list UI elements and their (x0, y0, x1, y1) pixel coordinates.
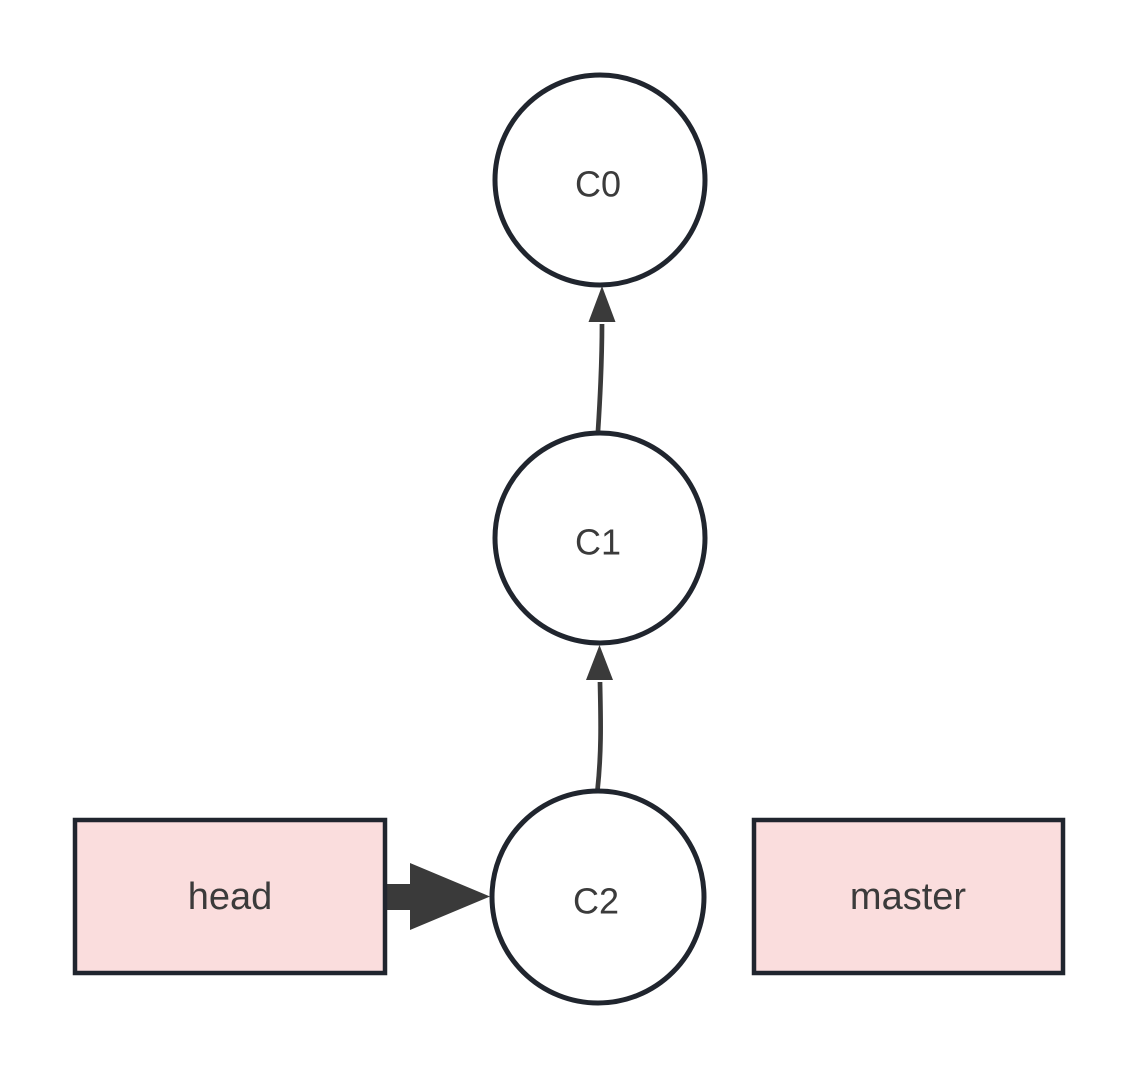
parent-arrow-c2-c1 (586, 645, 613, 791)
ref-box-rect (751, 817, 1066, 976)
arrow-line (595, 323, 605, 432)
commit-label-c1: C1 (575, 522, 621, 563)
arrow-line (595, 681, 603, 791)
commit-node-c0: C0 (492, 72, 708, 288)
ref-box-master: master (751, 817, 1066, 976)
arrow-head-up-icon (588, 286, 616, 322)
commit-node-c2: C2 (489, 788, 707, 1006)
commit-circle (489, 788, 707, 1006)
commit-label-c2: C2 (573, 881, 619, 922)
arrow-head-up-icon (586, 645, 613, 680)
parent-arrow-c1-c0 (588, 286, 616, 432)
ref-box-head: head (72, 817, 388, 976)
commit-label-c0: C0 (575, 164, 621, 205)
commit-circle (492, 72, 708, 288)
commit-node-c1: C1 (492, 430, 708, 646)
head-pointer-arrow-icon (356, 863, 490, 930)
ref-box-rect (72, 817, 388, 976)
ref-label-head: head (188, 876, 273, 918)
ref-label-master: master (850, 876, 966, 918)
commit-circle (492, 430, 708, 646)
